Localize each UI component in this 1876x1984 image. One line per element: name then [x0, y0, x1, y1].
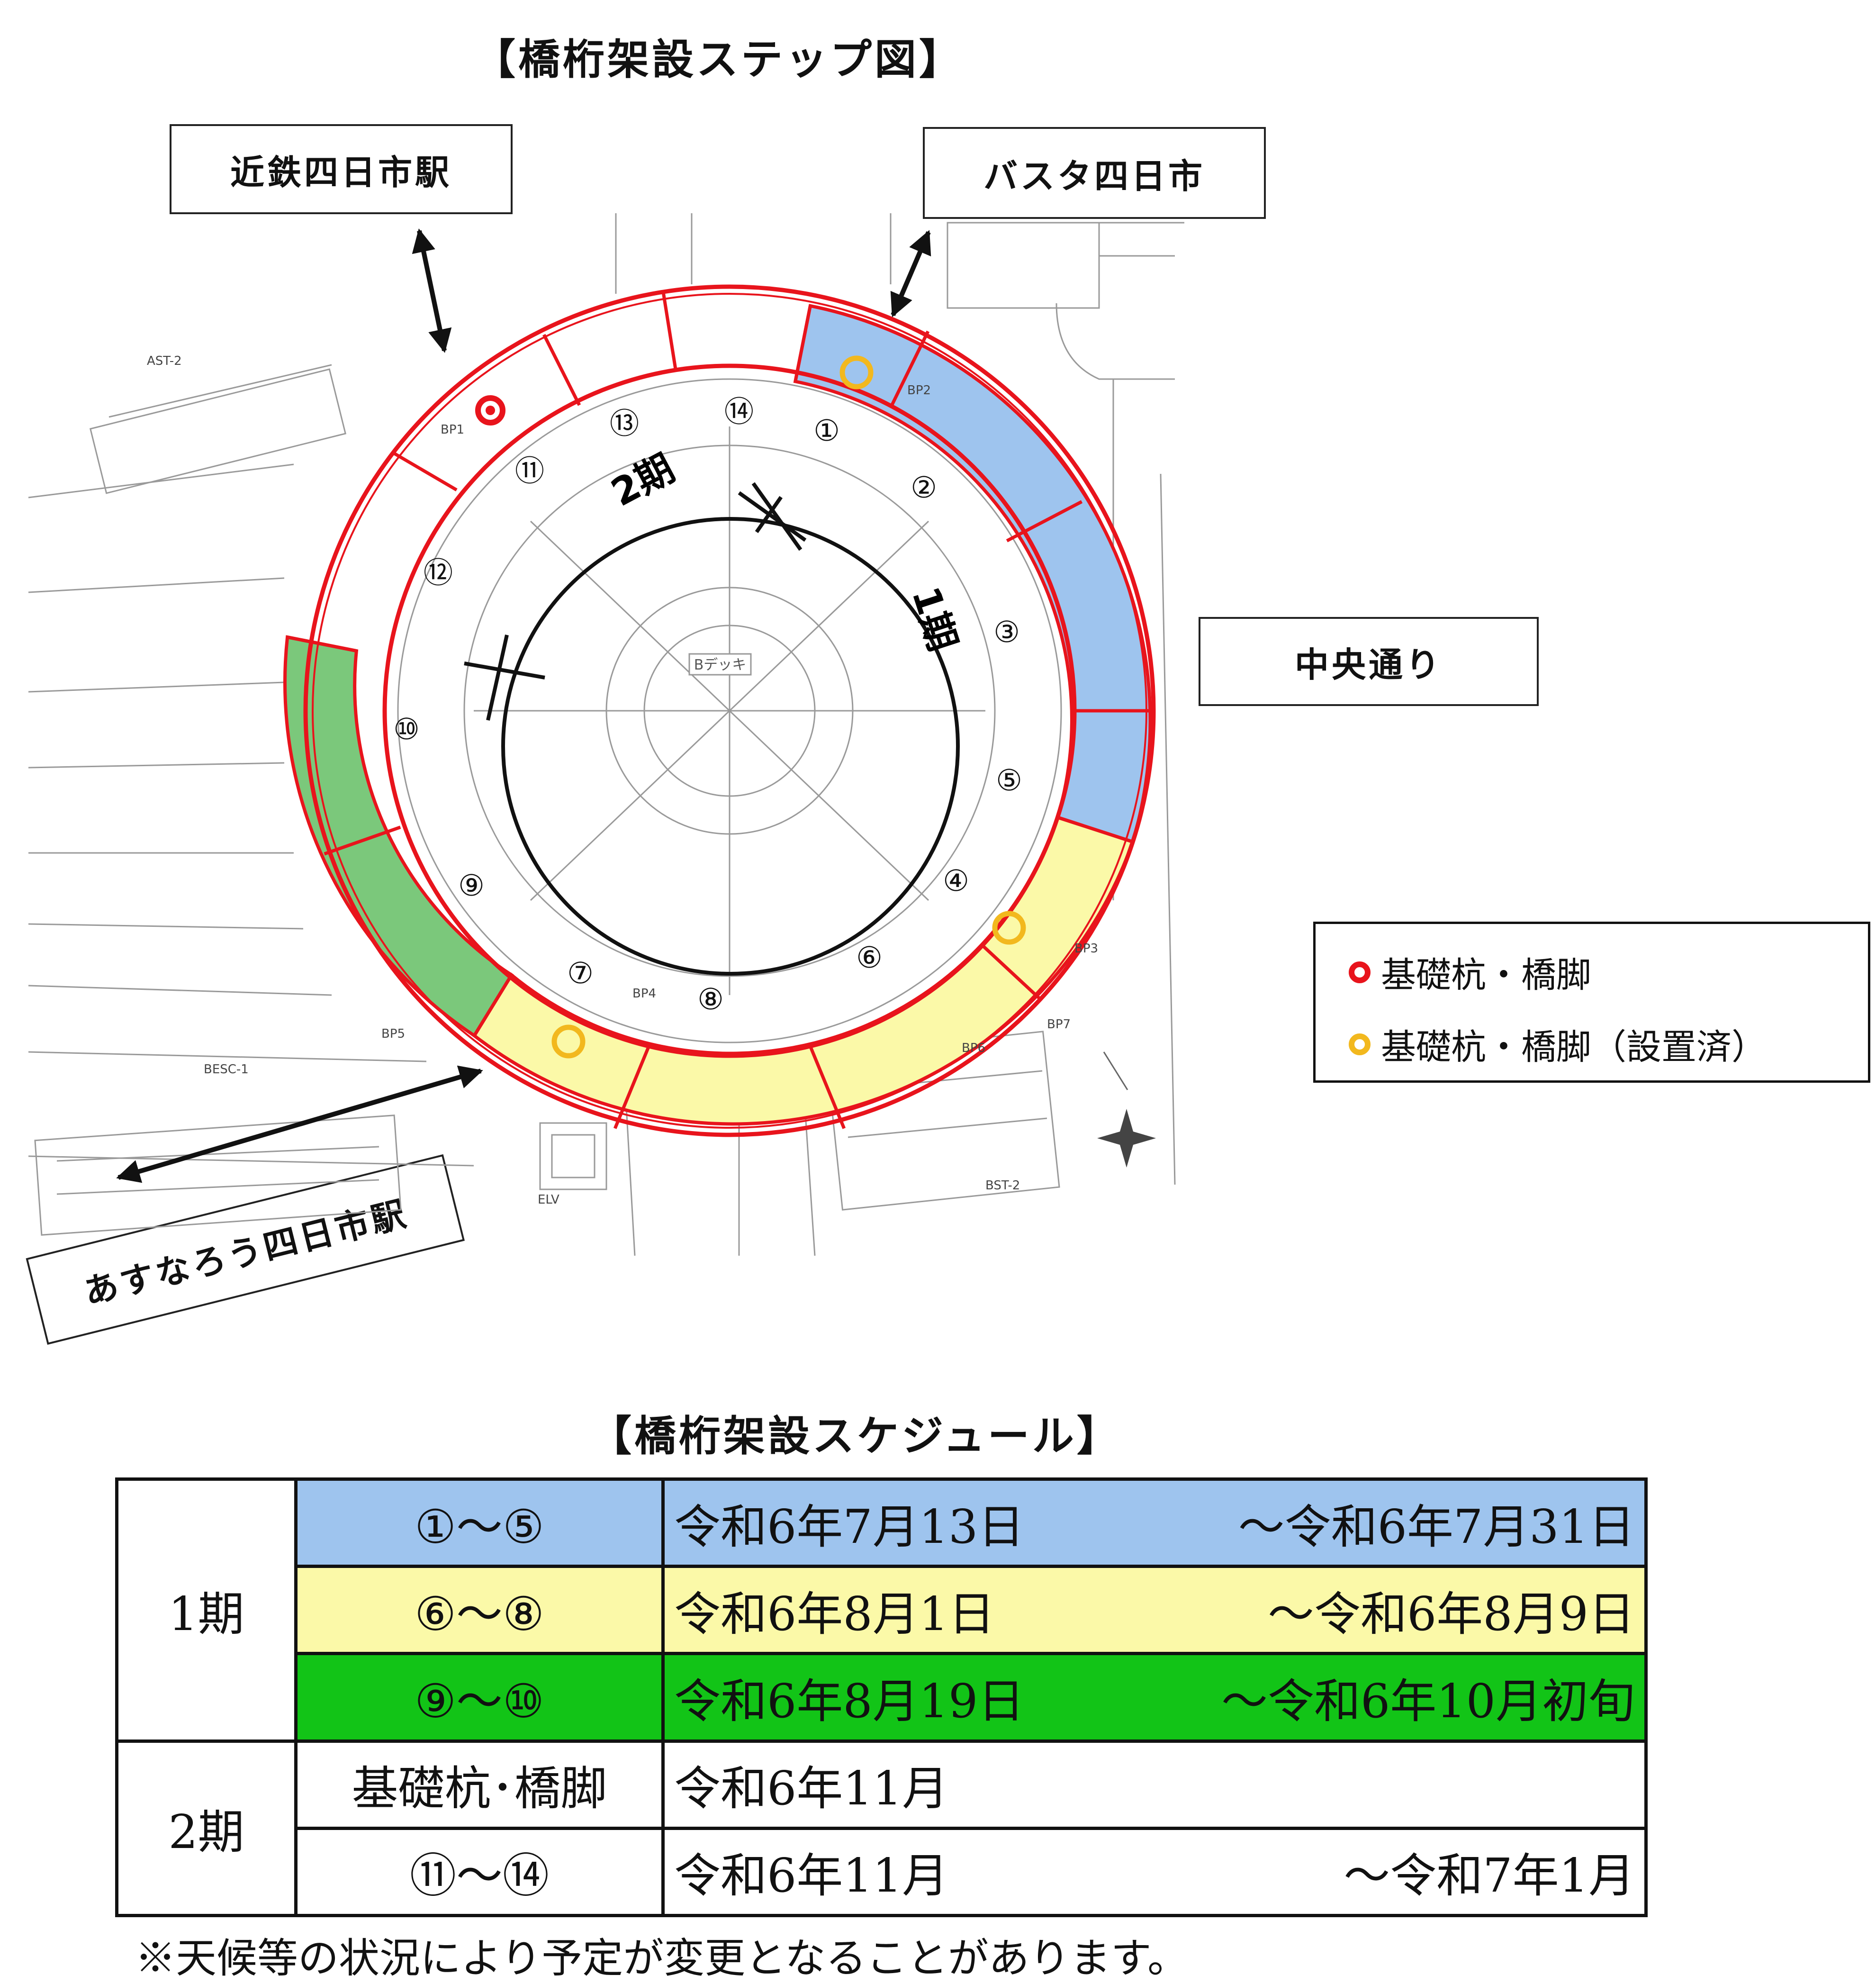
table-row: 1期 ①～⑤ 令和6年7月13日 ～令和6年7月31日 — [115, 1477, 1648, 1743]
bp6-label: BP6 — [962, 1041, 985, 1055]
legend-yellow-label: 基礎杭・橋脚（設置済） — [1381, 1027, 1767, 1068]
center-deck-label: Bデッキ — [694, 657, 747, 673]
ast2-label: AST-2 — [147, 354, 182, 368]
segment-number-1: ① — [813, 413, 840, 448]
start-date: 令和6年11月 — [674, 1762, 949, 1816]
bp1-label: BP1 — [441, 423, 464, 437]
phase2-label: 2期 — [604, 446, 681, 515]
segment-dividers — [287, 291, 1154, 1129]
end-date: ～令和7年1月 — [1344, 1849, 1635, 1903]
schedule-title: 【橋桁架設スケジュール】 — [590, 1412, 1121, 1460]
segment-number-10: ⑩ — [393, 712, 420, 746]
compass-icon — [1097, 1051, 1156, 1168]
segment-number-9: ⑨ — [458, 868, 485, 903]
bp7-label: BP7 — [1047, 1017, 1071, 1032]
segment-number-6: ⑥ — [856, 940, 883, 975]
diagram-title: 【橋桁架設ステップ図】 — [474, 35, 964, 84]
inner-circle — [464, 482, 960, 976]
table-row: ⑨～⑩ 令和6年8月19日 ～令和6年10月初旬 — [117, 1652, 1648, 1743]
phase1-cell: 1期 — [115, 1477, 298, 1743]
date-cell: 令和6年8月1日 ～令和6年8月9日 — [661, 1565, 1648, 1656]
date-cell: 令和6年11月 — [661, 1739, 1648, 1830]
end-date: ～令和6年10月初旬 — [1221, 1674, 1635, 1729]
access-arrows — [116, 228, 931, 1183]
start-date: 令和6年8月19日 — [674, 1674, 1025, 1729]
range-cell: ⑪～⑭ — [294, 1826, 665, 1918]
bp2-label: BP2 — [907, 383, 931, 398]
range-cell: ①～⑤ — [294, 1477, 665, 1568]
table-row: ⑪～⑭ 令和6年11月 ～令和7年1月 — [117, 1826, 1648, 1918]
pier-red-marker-core — [486, 406, 495, 415]
bst2-label: BST-2 — [985, 1178, 1020, 1193]
range-cell: 基礎杭･橋脚 — [294, 1739, 665, 1830]
end-date: ～令和6年7月31日 — [1238, 1500, 1635, 1554]
table-row: ⑥～⑧ 令和6年8月1日 ～令和6年8月9日 — [117, 1565, 1648, 1656]
legend-red-label: 基礎杭・橋脚 — [1381, 955, 1591, 996]
segment-number-14: ⑭ — [724, 394, 754, 429]
segment-number-8: ⑧ — [697, 982, 724, 1016]
segment-number-13: ⑬ — [610, 406, 639, 441]
yellow-ring-icon — [1349, 1033, 1371, 1055]
date-cell: 令和6年11月 ～令和7年1月 — [661, 1826, 1648, 1918]
bp4-label: BP4 — [632, 987, 656, 1001]
range-cell: ⑥～⑧ — [294, 1565, 665, 1656]
chuo-dori-label: 中央通り — [1199, 617, 1539, 706]
bridge-erection-diagram: Bデッキ BP1 BP2 BP3 BP4 BP5 BP6 BP7 AST-2 B… — [28, 213, 1184, 1256]
start-date: 令和6年7月13日 — [674, 1500, 1025, 1554]
start-date: 令和6年8月1日 — [674, 1587, 995, 1641]
range-cell: ⑨～⑩ — [294, 1652, 665, 1743]
phase1-label: 1期 — [903, 581, 965, 656]
besc1-label: BESC-1 — [204, 1062, 249, 1077]
date-cell: 令和6年7月13日 ～令和6年7月31日 — [661, 1477, 1648, 1568]
pier-yellow-marker — [992, 911, 1026, 945]
segment-number-12: ⑫ — [424, 555, 453, 590]
bp3-label: BP3 — [1074, 942, 1098, 956]
legend: 基礎杭・橋脚 基礎杭・橋脚（設置済） — [1313, 922, 1870, 1083]
busta-label: バスタ四日市 — [923, 127, 1266, 219]
kintetsu-station-label: 近鉄四日市駅 — [170, 124, 513, 214]
segment-number-5: ⑤ — [996, 763, 1022, 797]
table-row: 2期 基礎杭･橋脚 令和6年11月 — [115, 1739, 1648, 1918]
pier-yellow-marker — [551, 1024, 586, 1059]
red-ring-icon — [1349, 961, 1371, 983]
elv-label: ELV — [538, 1193, 559, 1207]
pier-yellow-marker — [839, 355, 874, 390]
segment-number-2: ② — [911, 470, 937, 505]
segment-number-3: ③ — [993, 615, 1020, 649]
phase2-cell: 2期 — [115, 1739, 298, 1918]
segment-number-4: ④ — [943, 863, 969, 898]
legend-item-yellow: 基礎杭・橋脚（設置済） — [1349, 1019, 1767, 1069]
schedule-note: ※天候等の状況により予定が変更となることがあります。 — [135, 1935, 1189, 1982]
date-cell: 令和6年8月19日 ～令和6年10月初旬 — [661, 1652, 1648, 1743]
legend-item-red: 基礎杭・橋脚 — [1349, 947, 1591, 997]
schedule-table: 1期 ①～⑤ 令和6年7月13日 ～令和6年7月31日 ⑥～⑧ 令和6年8月1日 ～… — [115, 1477, 1648, 1918]
segment-number-7: ⑦ — [567, 956, 594, 990]
bp5-label: BP5 — [381, 1027, 405, 1041]
start-date: 令和6年11月 — [674, 1849, 949, 1903]
segment-number-11: ⑪ — [515, 453, 544, 488]
end-date: ～令和6年8月9日 — [1267, 1587, 1635, 1641]
